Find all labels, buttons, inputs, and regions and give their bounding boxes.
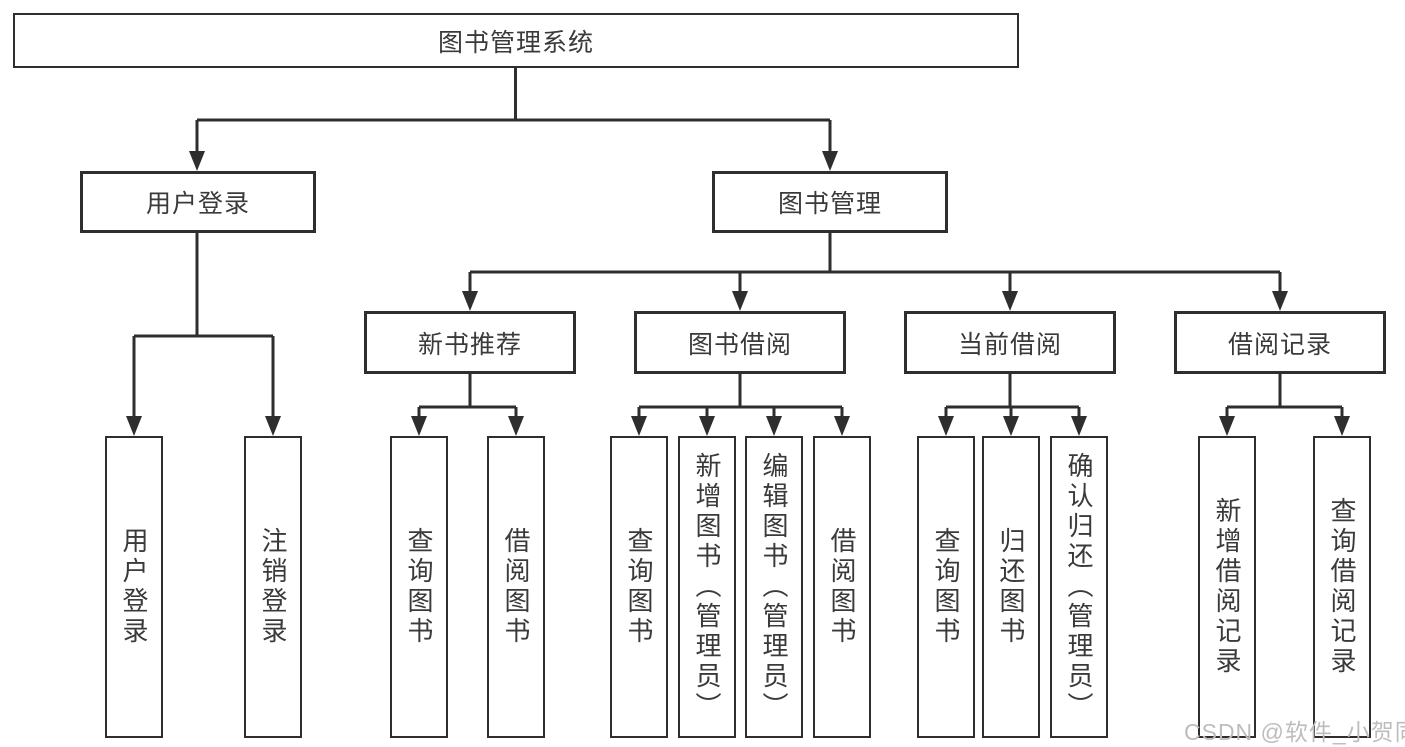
leaf-logout: 注销登录 xyxy=(244,436,302,738)
connector-paths xyxy=(132,68,1344,420)
leaf-query-books-recommend-label: 查询图书 xyxy=(404,527,434,647)
leaf-logout-label: 注销登录 xyxy=(258,527,288,647)
leaf-add-borrow-record-label: 新增借阅记录 xyxy=(1212,497,1242,677)
node-user-login-branch: 用户登录 xyxy=(80,171,316,233)
leaf-borrow-books-borrowing-label: 借阅图书 xyxy=(827,527,857,647)
leaf-user-login: 用户登录 xyxy=(105,436,163,738)
node-new-book-recommend: 新书推荐 xyxy=(364,311,576,374)
leaf-add-book-admin: 新增图书（管理员） xyxy=(678,436,736,738)
node-book-borrowing: 图书借阅 xyxy=(634,311,846,374)
leaf-borrow-books-recommend: 借阅图书 xyxy=(487,436,545,738)
leaf-edit-book-admin-label: 编辑图书（管理员） xyxy=(759,452,789,722)
leaf-query-books-current-label: 查询图书 xyxy=(931,527,961,647)
leaf-add-book-admin-label: 新增图书（管理员） xyxy=(692,452,722,722)
csdn-watermark: CSDN @软件_小贺同学 xyxy=(1184,719,1405,745)
leaf-return-books-label: 归还图书 xyxy=(996,527,1026,647)
node-current-borrowing: 当前借阅 xyxy=(904,311,1116,374)
node-borrowing-records: 借阅记录 xyxy=(1174,311,1386,374)
leaf-query-books-borrowing-label: 查询图书 xyxy=(624,527,654,647)
leaf-return-books: 归还图书 xyxy=(982,436,1040,738)
leaf-query-books-recommend: 查询图书 xyxy=(390,436,448,738)
node-root-system: 图书管理系统 xyxy=(13,13,1019,68)
leaf-borrow-books-borrowing: 借阅图书 xyxy=(813,436,871,738)
leaf-query-borrow-record: 查询借阅记录 xyxy=(1313,436,1371,738)
leaf-add-borrow-record: 新增借阅记录 xyxy=(1198,436,1256,738)
arrowheads xyxy=(126,151,1350,436)
leaf-query-books-current: 查询图书 xyxy=(917,436,975,738)
node-book-management-branch: 图书管理 xyxy=(712,171,948,233)
leaf-borrow-books-recommend-label: 借阅图书 xyxy=(501,527,531,647)
leaf-query-borrow-record-label: 查询借阅记录 xyxy=(1327,497,1357,677)
leaf-confirm-return-admin: 确认归还（管理员） xyxy=(1050,436,1108,738)
leaf-confirm-return-admin-label: 确认归还（管理员） xyxy=(1064,452,1094,722)
leaf-edit-book-admin: 编辑图书（管理员） xyxy=(745,436,803,738)
leaf-query-books-borrowing: 查询图书 xyxy=(610,436,668,738)
leaf-user-login-label: 用户登录 xyxy=(119,527,149,647)
